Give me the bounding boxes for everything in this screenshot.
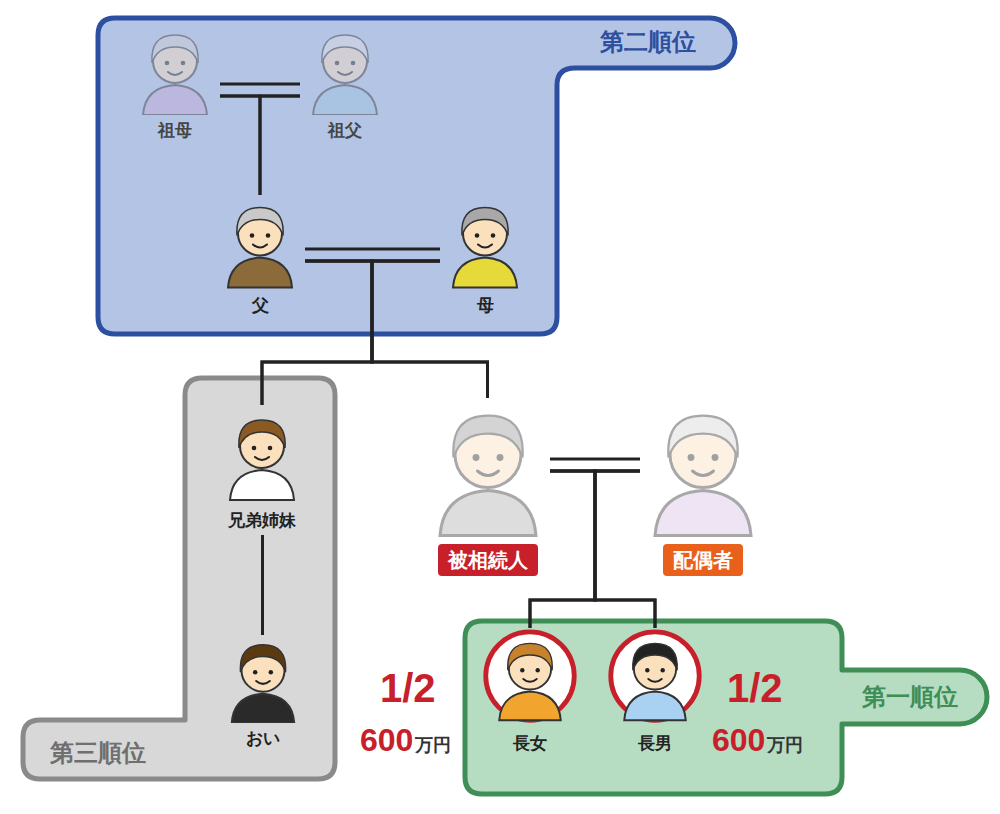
person-icon <box>135 25 215 115</box>
person-icon <box>605 628 705 728</box>
person-figure: 配偶者 <box>640 398 765 580</box>
person-icon <box>222 405 302 505</box>
person-figure: 被相続人 <box>425 398 550 580</box>
share-group: 1/2 <box>380 666 436 711</box>
person-name: 母 <box>477 294 494 316</box>
share-amount: 600 <box>360 722 413 758</box>
descent-line <box>550 471 655 628</box>
marriage-line <box>550 459 640 471</box>
person-icon <box>480 628 580 728</box>
person-name: 祖母 <box>158 119 192 141</box>
person-name: 兄弟姉妹 <box>228 509 296 531</box>
share-group: 600万円 <box>360 722 451 759</box>
share-amount: 600 <box>712 722 765 758</box>
rank-region: 第二順位祖母 祖父父 母 <box>95 15 738 337</box>
amount-unit: 万円 <box>415 734 451 755</box>
descent-line <box>261 535 264 635</box>
person-name: 祖父 <box>328 119 362 141</box>
person-figure: 長女 <box>478 628 582 758</box>
descent-line <box>530 471 595 628</box>
person-name: 父 <box>252 294 269 316</box>
person-icon <box>643 398 763 538</box>
person-icon <box>428 398 548 538</box>
person-figure: 母 <box>440 195 530 320</box>
role-badge: 被相続人 <box>438 544 538 576</box>
person-figure: 兄弟姉妹 <box>212 405 312 535</box>
person-figure: 長男 <box>603 628 707 758</box>
person-figure: 祖母 <box>130 25 220 145</box>
person-name: 長男 <box>638 732 672 754</box>
amount-unit: 万円 <box>767 734 803 755</box>
share-group: 600万円 <box>712 722 803 759</box>
person-icon <box>445 195 525 290</box>
person-figure: 父 <box>215 195 305 320</box>
descent-line <box>530 471 640 628</box>
person-icon <box>223 635 303 723</box>
rank-region: 第三順位 兄弟姉妹おい <box>20 375 337 782</box>
rank-heading: 第一順位 <box>862 682 958 712</box>
person-icon <box>220 195 300 290</box>
share-fraction: 1/2 <box>380 666 436 710</box>
rank-region: 第一順位長女 長男 <box>462 618 987 797</box>
descent-line <box>595 471 655 628</box>
person-figure: おい <box>215 635 310 753</box>
person-name: おい <box>246 727 280 749</box>
rank-heading: 第二順位 <box>600 27 696 57</box>
share-group: 1/2 <box>727 666 783 711</box>
person-figure: 祖父 <box>300 25 390 145</box>
share-fraction: 1/2 <box>727 666 783 710</box>
role-badge: 配偶者 <box>663 544 743 576</box>
rank-heading: 第三順位 <box>50 738 146 768</box>
person-icon <box>305 25 385 115</box>
person-name: 長女 <box>513 732 547 754</box>
